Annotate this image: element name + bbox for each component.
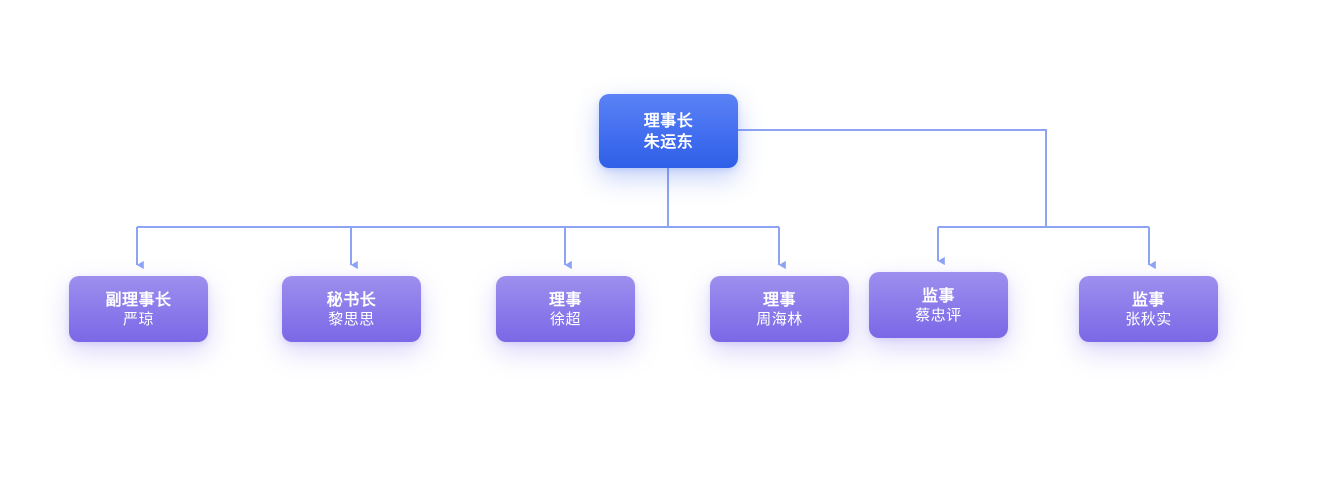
connector-supervisor-branch bbox=[738, 129, 1047, 227]
org-node-chairman[interactable]: 理事长 朱运东 bbox=[599, 94, 738, 168]
org-node-title: 理事长 bbox=[643, 110, 694, 130]
org-node-secretary-general[interactable]: 秘书长 黎思思 bbox=[282, 276, 421, 342]
org-node-person: 朱运东 bbox=[643, 132, 694, 151]
org-node-title: 副理事长 bbox=[105, 289, 172, 309]
org-node-title: 监事 bbox=[921, 285, 955, 305]
org-node-person: 蔡忠评 bbox=[915, 305, 962, 324]
org-node-person: 张秋实 bbox=[1125, 309, 1172, 328]
org-node-title: 理事 bbox=[548, 289, 582, 309]
org-node-title: 秘书长 bbox=[326, 289, 377, 309]
org-node-supervisor-zhangqiushi[interactable]: 监事 张秋实 bbox=[1079, 276, 1218, 342]
org-node-title: 监事 bbox=[1131, 289, 1165, 309]
org-node-supervisor-caizhongping[interactable]: 监事 蔡忠评 bbox=[869, 272, 1008, 338]
org-node-vice-chairman[interactable]: 副理事长 严琼 bbox=[69, 276, 208, 342]
org-node-person: 严琼 bbox=[122, 309, 154, 328]
org-node-director-xuchao[interactable]: 理事 徐超 bbox=[496, 276, 635, 342]
org-node-director-zhouhailin[interactable]: 理事 周海林 bbox=[710, 276, 849, 342]
org-node-person: 周海林 bbox=[756, 309, 803, 328]
org-node-title: 理事 bbox=[762, 289, 796, 309]
org-node-person: 徐超 bbox=[549, 309, 581, 328]
org-node-person: 黎思思 bbox=[328, 309, 375, 328]
